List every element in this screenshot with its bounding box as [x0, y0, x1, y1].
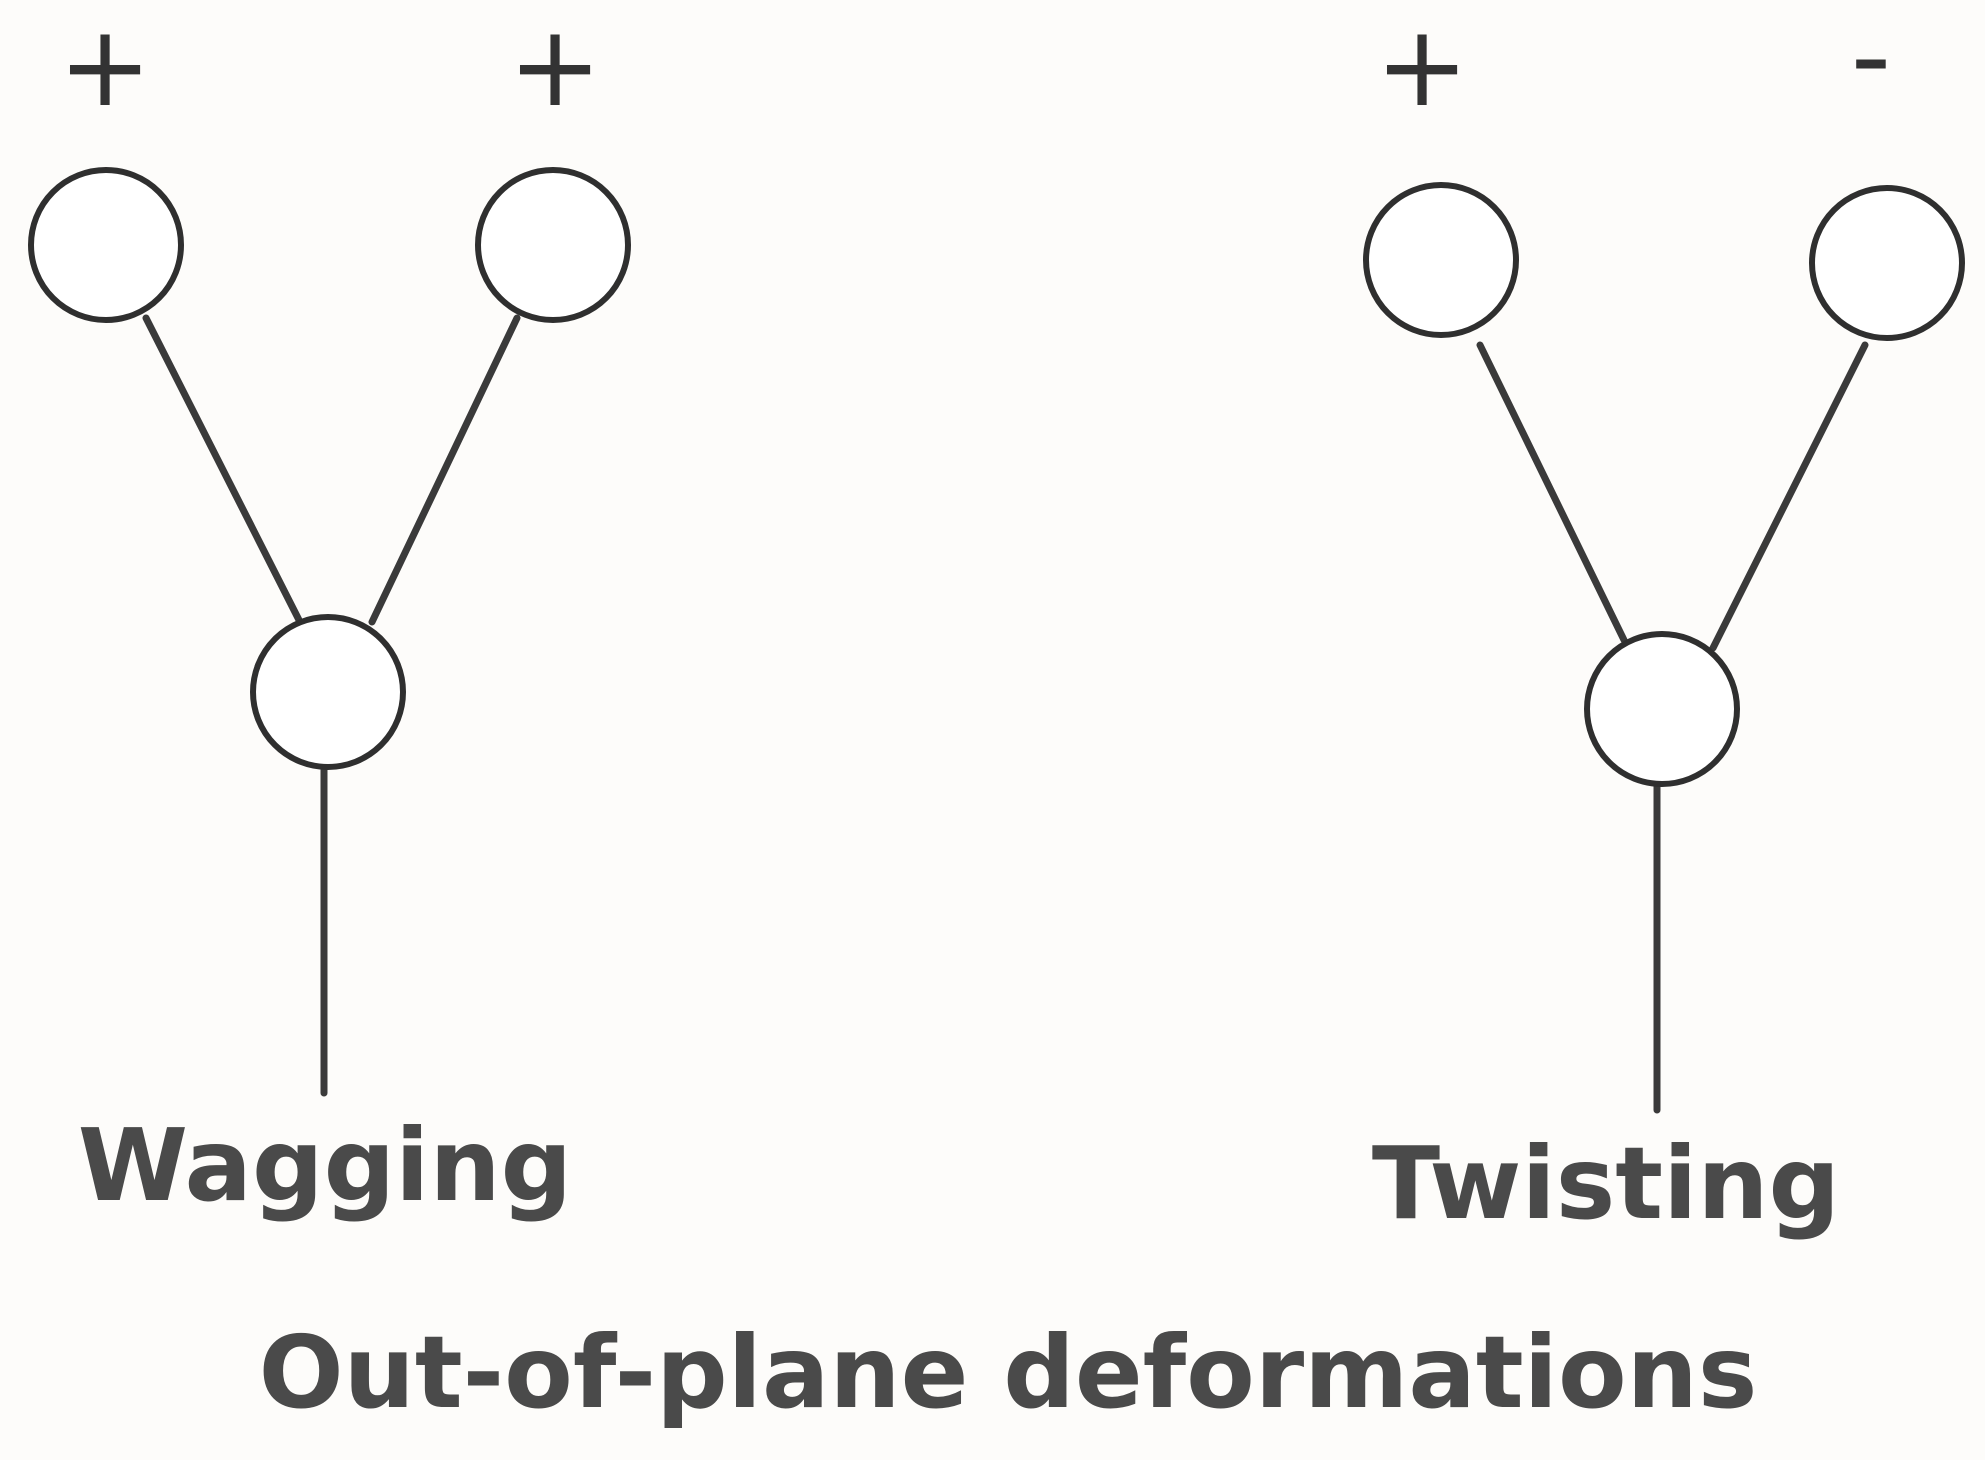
twisting-right-sign: -: [1851, 0, 1891, 122]
twisting-label: Twisting: [1372, 1125, 1840, 1242]
twisting-left-bond: [1476, 341, 1628, 644]
wagging-label: Wagging: [78, 1107, 572, 1224]
wagging-right-bond: [368, 314, 521, 626]
wagging-group: + + Wagging: [28, 2, 631, 1224]
wagging-central-atom: [250, 614, 406, 770]
twisting-right-atom: [1809, 185, 1965, 341]
wagging-right-sign: +: [508, 2, 602, 132]
twisting-left-sign: +: [1375, 2, 1469, 132]
wagging-left-atom: [28, 167, 184, 323]
diagram-caption: Out-of-plane deformations: [259, 1314, 1758, 1431]
twisting-left-atom: [1363, 182, 1519, 338]
wagging-right-atom: [475, 167, 631, 323]
wagging-left-sign: +: [58, 2, 152, 132]
wagging-left-bond: [142, 314, 304, 626]
twisting-right-bond: [1709, 341, 1869, 652]
twisting-group: + - Twisting: [1363, 0, 1965, 1242]
twisting-central-atom: [1584, 631, 1740, 787]
